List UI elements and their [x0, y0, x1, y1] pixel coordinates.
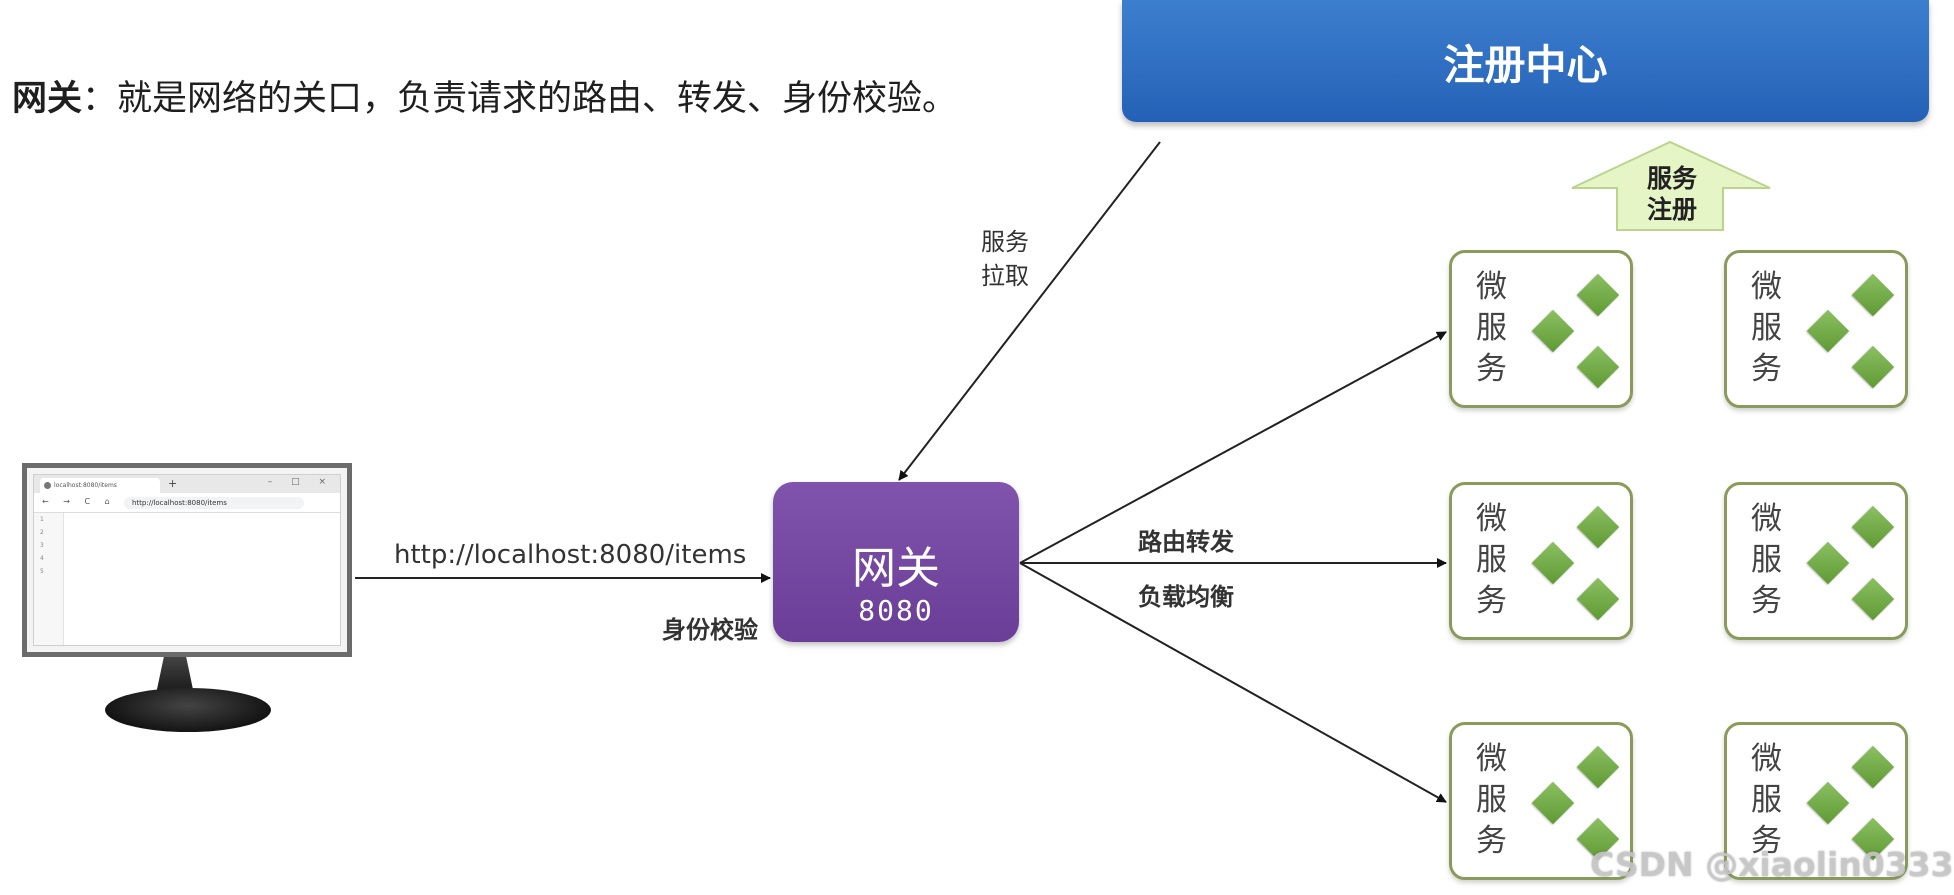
microservice-box: 微服务: [1724, 722, 1908, 880]
service-pull-label-line1: 服务: [981, 228, 1029, 256]
line-number: 4: [40, 555, 44, 562]
diamond-icon: [1851, 273, 1895, 317]
diamond-icon: [1851, 505, 1895, 549]
service-register-label-line1: 服务: [1646, 164, 1697, 193]
line-number: 2: [40, 529, 44, 536]
microservice-box: 微服务: [1724, 250, 1908, 408]
watermark: CSDN @xiaolin0333: [1590, 845, 1954, 884]
microservice-label: 微服务: [1751, 741, 1782, 859]
computer-monitor: localhost:8080/items + – □ × ← → C ⌂ htt…: [22, 463, 352, 657]
line-number: 3: [40, 542, 44, 549]
microservice-label: 微服务: [1476, 269, 1507, 387]
gateway-node: 网关 8080: [773, 482, 1019, 642]
line-number: 1: [40, 516, 44, 523]
headline-definition: ：就是网络的关口，负责请求的路由、转发、身份校验。: [82, 79, 958, 119]
diamond-icon: [1576, 273, 1620, 317]
microservice-label: 微服务: [1476, 741, 1507, 859]
browser-nav-buttons[interactable]: ← → C ⌂: [42, 497, 116, 506]
auth-label: 身份校验: [662, 616, 758, 644]
diamond-icon: [1576, 345, 1620, 389]
service-pull-label: 服务 拉取: [981, 225, 1029, 293]
route-label: 路由转发: [1138, 528, 1234, 556]
diamond-icon: [1531, 781, 1575, 825]
address-bar[interactable]: http://localhost:8080/items: [124, 497, 304, 509]
line-number-gutter: 1 2 3 4 5: [34, 513, 64, 645]
window-controls[interactable]: – □ ×: [267, 477, 334, 487]
headline-term: 网关: [12, 79, 83, 119]
service-register-label-line2: 注册: [1646, 195, 1697, 224]
browser-tab-title: localhost:8080/items: [54, 482, 117, 489]
route-arrow-bottom: [1019, 562, 1447, 803]
diamond-icon: [1576, 505, 1620, 549]
diamond-icon: [1806, 309, 1850, 353]
diamond-icon: [1576, 745, 1620, 789]
gateway-name: 网关: [852, 543, 940, 594]
globe-icon: [44, 482, 51, 489]
new-tab-button[interactable]: +: [168, 477, 178, 490]
microservice-label: 微服务: [1476, 501, 1507, 619]
microservice-box: 微服务: [1449, 250, 1633, 408]
request-url: http://localhost:8080/items: [394, 540, 747, 570]
service-register-arrow: [1571, 140, 1771, 231]
diamond-icon: [1806, 781, 1850, 825]
browser-nav-bar: ← → C ⌂ http://localhost:8080/items: [34, 494, 340, 513]
diamond-icon: [1531, 309, 1575, 353]
registry-center: 注册中心: [1122, 0, 1929, 122]
microservice-label: 微服务: [1751, 269, 1782, 387]
microservice-label: 微服务: [1751, 501, 1782, 619]
diamond-icon: [1806, 541, 1850, 585]
balance-label: 负载均衡: [1138, 583, 1234, 611]
monitor-base: [105, 688, 271, 732]
browser-window: localhost:8080/items + – □ × ← → C ⌂ htt…: [33, 474, 341, 646]
service-pull-arrow: [898, 141, 1161, 481]
browser-tab-bar: localhost:8080/items + – □ ×: [34, 475, 340, 493]
diamond-icon: [1851, 345, 1895, 389]
microservice-box: 微服务: [1724, 482, 1908, 640]
headline: 网关：就是网络的关口，负责请求的路由、转发、身份校验。: [12, 70, 957, 121]
diamond-icon: [1531, 541, 1575, 585]
browser-tab[interactable]: localhost:8080/items: [40, 478, 160, 493]
gateway-port: 8080: [858, 594, 934, 627]
route-arrow-top: [1019, 331, 1447, 564]
microservice-box: 微服务: [1449, 722, 1633, 880]
diamond-icon: [1576, 577, 1620, 621]
diamond-icon: [1851, 745, 1895, 789]
line-number: 5: [40, 568, 44, 575]
service-pull-label-line2: 拉取: [981, 262, 1029, 290]
service-register-label: 服务 注册: [1630, 163, 1714, 225]
diamond-icon: [1851, 577, 1895, 621]
registry-label: 注册中心: [1443, 41, 1608, 89]
microservice-box: 微服务: [1449, 482, 1633, 640]
